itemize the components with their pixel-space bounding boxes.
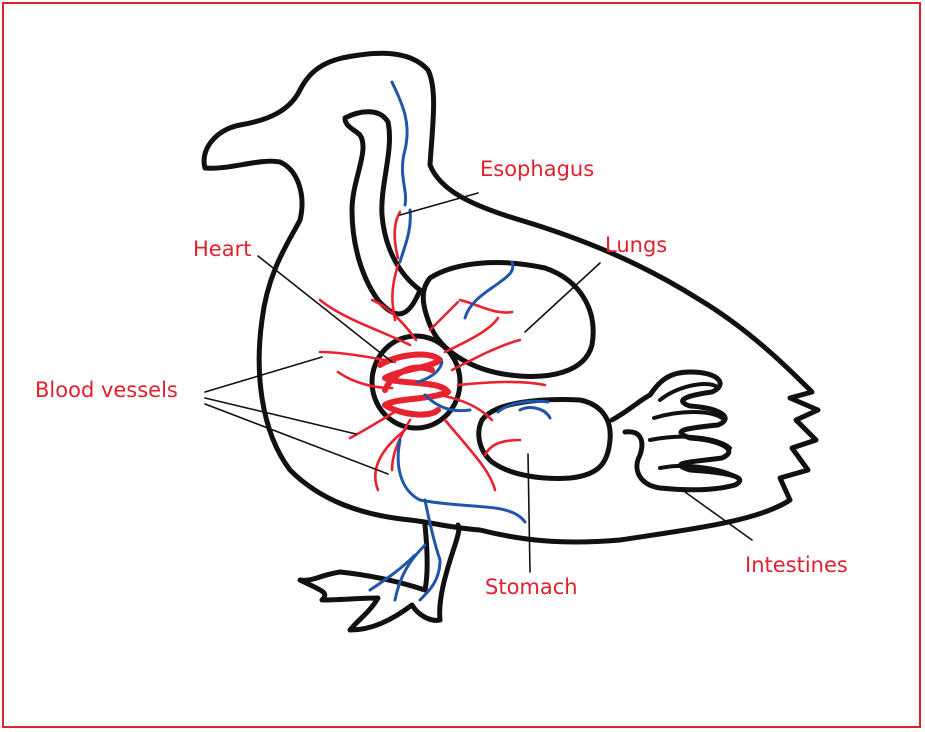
label-heart: Heart [193, 237, 251, 261]
label-intestines: Intestines [745, 553, 848, 577]
lungs-outline [423, 263, 593, 377]
intestines-inner [650, 384, 740, 480]
label-blood-vessels: Blood vessels [35, 378, 178, 402]
arteries [320, 212, 545, 490]
duck-body-outline [204, 53, 818, 542]
label-lungs: Lungs [605, 233, 667, 257]
label-stomach: Stomach [485, 575, 578, 599]
label-esophagus: Esophagus [480, 157, 594, 181]
